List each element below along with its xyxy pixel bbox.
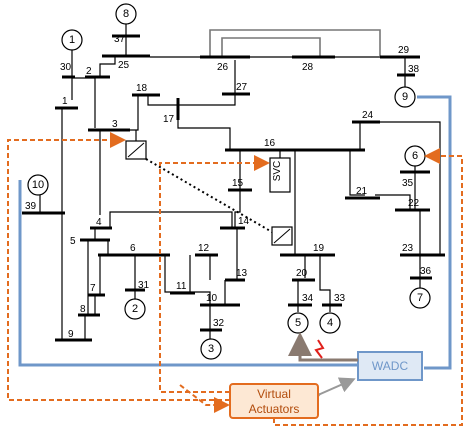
svg-text:10: 10 (32, 179, 44, 191)
bus-label-3: 3 (112, 119, 118, 130)
generator-4: 4 (319, 312, 341, 334)
bus-label-12: 12 (198, 243, 210, 254)
bus-label-16: 16 (264, 138, 276, 149)
bus-label-37: 37 (114, 34, 126, 45)
bus-label-13: 13 (236, 268, 248, 279)
svg-text:1: 1 (69, 34, 75, 46)
bus-label-33: 33 (334, 293, 346, 304)
actuator-wadc-link (303, 377, 356, 408)
bus-label-9: 9 (68, 329, 74, 340)
bus-label-26: 26 (217, 62, 229, 73)
bus-label-32: 32 (213, 318, 225, 329)
bus-label-21: 21 (356, 186, 368, 197)
svg-text:7: 7 (417, 292, 423, 304)
bus-label-8: 8 (80, 304, 86, 315)
generator-8: 8 (115, 3, 137, 25)
bus-labels: 1 2 3 4 5 6 7 8 9 10 11 12 13 14 15 16 1… (25, 34, 432, 340)
generator-9: 9 (394, 86, 416, 108)
actuation-signal-lines (7, 132, 463, 426)
bus-label-20: 20 (296, 268, 308, 279)
svg-text:3: 3 (208, 343, 214, 355)
bus-label-2: 2 (86, 66, 92, 77)
bus-label-27: 27 (236, 82, 248, 93)
bus-label-19: 19 (313, 243, 325, 254)
svg-text:9: 9 (402, 91, 408, 103)
bus-label-39: 39 (25, 201, 37, 212)
generator-5: 5 (287, 312, 309, 334)
generator-1: 1 (61, 29, 83, 51)
bus-label-11: 11 (176, 281, 187, 292)
svg-text:8: 8 (123, 8, 129, 20)
wadc-to-generator-5 (288, 332, 358, 362)
generator-2: 2 (124, 298, 146, 320)
generator-7: 7 (409, 287, 431, 309)
bus-label-7: 7 (90, 283, 96, 294)
bus-label-38: 38 (408, 64, 420, 75)
bus-label-31: 31 (138, 280, 150, 291)
bus-label-14: 14 (238, 216, 250, 227)
bus-label-35: 35 (402, 178, 414, 189)
svc-label: SVC (272, 161, 283, 182)
bus-label-1: 1 (62, 96, 68, 107)
virtual-actuators-box: Virtual Actuators (229, 383, 319, 419)
generator-6: 6 (404, 145, 426, 167)
top-tie-lines (209, 29, 381, 56)
svg-text:4: 4 (327, 317, 333, 329)
generator-10: 10 (27, 174, 49, 196)
generator-3: 3 (200, 338, 222, 360)
fault-icon (314, 339, 325, 359)
bus-label-29: 29 (398, 45, 410, 56)
bus-label-24: 24 (362, 110, 374, 121)
hvdc-link (145, 158, 273, 233)
svg-text:6: 6 (412, 150, 418, 162)
bus-label-30: 30 (60, 62, 72, 73)
bus-label-34: 34 (302, 293, 314, 304)
wadc-label: WADC (372, 359, 409, 373)
actuators-label-line2: Actuators (249, 402, 300, 416)
bus-label-18: 18 (136, 83, 148, 94)
bus-label-6: 6 (130, 243, 136, 254)
svg-text:2: 2 (132, 303, 138, 315)
bus-label-10: 10 (206, 293, 218, 304)
bus-label-23: 23 (402, 243, 414, 254)
bus-label-4: 4 (96, 217, 102, 228)
generators: 1 2 3 4 5 6 7 8 9 10 (27, 3, 431, 360)
svc-device: SVC (269, 150, 291, 193)
bus-label-28: 28 (302, 62, 314, 73)
wadc-box: WADC (357, 351, 423, 381)
wadc-measurement-lines (18, 95, 452, 370)
bus-label-5: 5 (70, 236, 76, 247)
bus-label-22: 22 (408, 198, 420, 209)
bus-label-36: 36 (420, 266, 432, 277)
actuators-label-line1: Virtual (257, 387, 291, 401)
converter-bus-16-19 (271, 226, 293, 246)
bus-label-25: 25 (118, 60, 130, 71)
bus-label-17: 17 (163, 114, 175, 125)
svg-text:5: 5 (295, 317, 301, 329)
buses (22, 34, 445, 342)
bus-label-15: 15 (232, 178, 244, 189)
converter-bus-3 (125, 130, 147, 160)
transmission-lines (39, 24, 441, 340)
